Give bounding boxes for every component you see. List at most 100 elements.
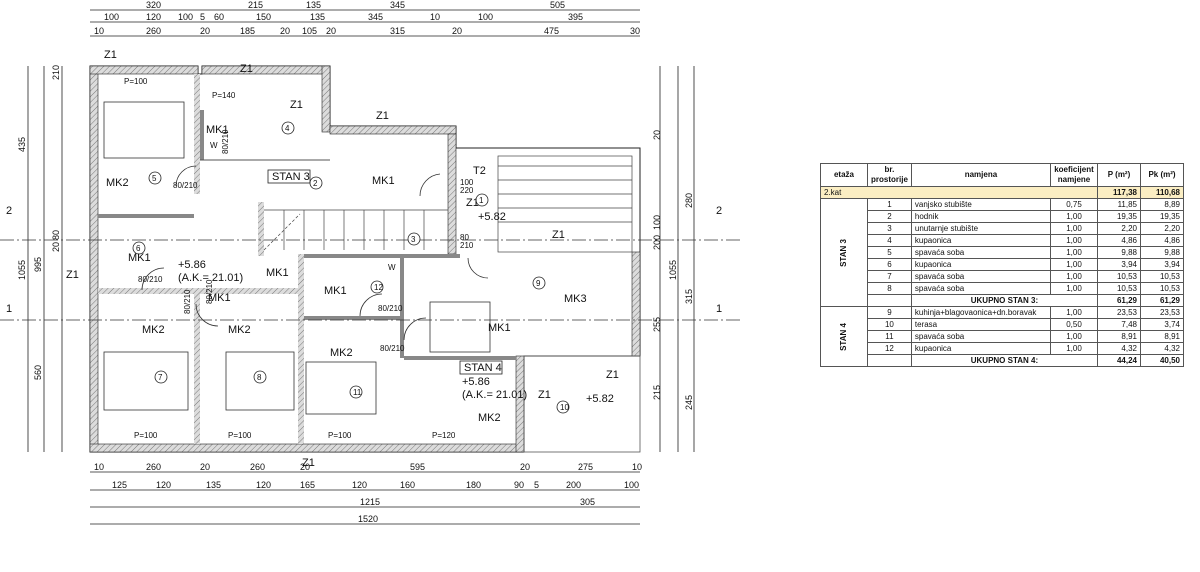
section-2-right: 2 xyxy=(716,205,722,217)
empty-cell xyxy=(867,294,912,307)
dimension-label: 595 xyxy=(410,462,425,472)
dimension-label: 125 xyxy=(112,480,127,490)
building-walls xyxy=(0,65,740,453)
dimension-label: 260 xyxy=(146,462,161,472)
room-number-cell: 10 xyxy=(867,318,912,331)
apartment-group-label: STAN 4 xyxy=(820,306,868,367)
room-number-cell: 7 xyxy=(867,270,912,283)
total-p: 61,29 xyxy=(1097,294,1141,307)
furniture-tag: MK1 xyxy=(372,175,395,187)
room-number-cell: 8 xyxy=(867,282,912,295)
furniture-tag: MK2 xyxy=(106,177,129,189)
coef-cell: 1,00 xyxy=(1050,246,1098,259)
coef-cell: 1,00 xyxy=(1050,222,1098,235)
room-number: 10 xyxy=(560,403,569,412)
total-pk: 40,50 xyxy=(1140,354,1184,367)
dimension-label: 215 xyxy=(652,385,662,400)
furniture-tag: MK1 xyxy=(128,252,151,264)
door-tag: 80/210 xyxy=(173,181,198,190)
area-k-cell: 3,94 xyxy=(1140,258,1184,271)
room-name-cell: spavaća soba xyxy=(910,330,1052,343)
dimension-label: 245 xyxy=(684,395,694,410)
room-number: 5 xyxy=(152,174,157,183)
table-header-row: etaža br. prostorije namjena koeficijent… xyxy=(820,163,1184,187)
area-cell: 23,53 xyxy=(1097,306,1141,319)
window-tag: Z1 xyxy=(538,389,551,401)
dimension-label: 10 xyxy=(94,462,104,472)
dimension-label: 120 xyxy=(156,480,171,490)
total-label: UKUPNO STAN 3: xyxy=(910,294,1099,307)
dimension-label: 180 xyxy=(466,480,481,490)
section-2-left: 2 xyxy=(6,205,12,217)
area-k-cell: 8,91 xyxy=(1140,330,1184,343)
furniture-tag: MK1 xyxy=(266,267,289,279)
parapet-tag: P=100 xyxy=(134,431,158,440)
room-name-cell: spavaća soba xyxy=(910,246,1052,259)
apartment-group-text: STAN 4 xyxy=(838,322,848,351)
dimension-label: 105 xyxy=(302,26,317,36)
dimension-label: 100 xyxy=(624,480,639,490)
dimension-label: 20 xyxy=(300,462,310,472)
dimension-label: 1215 xyxy=(360,497,380,507)
room-number-cell: 12 xyxy=(867,342,912,355)
dimension-label: 260 xyxy=(250,462,265,472)
room-number-circle xyxy=(349,385,363,399)
window-tag: Z1 xyxy=(466,197,479,209)
room-number-cell: 9 xyxy=(867,306,912,319)
furniture-tag: MK3 xyxy=(564,293,587,305)
room-number-circle xyxy=(532,276,546,290)
wc-tag: W xyxy=(210,141,218,150)
level-mark-3: +5.86 xyxy=(462,376,490,388)
dimension-label: 160 xyxy=(400,480,415,490)
dimension-label: 505 xyxy=(550,0,565,10)
col-coef: koeficijent namjene xyxy=(1050,163,1098,187)
area-cell: 7,48 xyxy=(1097,318,1141,331)
room-name-cell: kupaonica xyxy=(910,234,1052,247)
door-tag: 80/210 xyxy=(380,344,405,353)
room-number: 11 xyxy=(353,388,362,397)
furniture-tag: MK2 xyxy=(330,347,353,359)
room-name-cell: spavaća soba xyxy=(910,270,1052,283)
coef-cell: 1,00 xyxy=(1050,342,1098,355)
dimension-label: 20 xyxy=(200,26,210,36)
floor-pk: 110,68 xyxy=(1140,186,1184,199)
room-name-cell: vanjsko stubište xyxy=(910,198,1052,211)
dimension-label: 20 xyxy=(200,462,210,472)
coef-cell: 0,75 xyxy=(1050,198,1098,211)
room-number-circle xyxy=(132,241,146,255)
dimension-label: 90 xyxy=(514,480,524,490)
dimension-label: 5 xyxy=(534,480,539,490)
furniture-tag: MK2 xyxy=(228,324,251,336)
empty-cell xyxy=(867,354,912,367)
dimension-label: 20 xyxy=(51,242,61,252)
level-mark-3-note: (A.K.= 21.01) xyxy=(462,389,527,401)
dimension-label: 315 xyxy=(390,26,405,36)
coef-cell: 1,00 xyxy=(1050,210,1098,223)
col-p: P (m²) xyxy=(1097,163,1141,187)
room-name-cell: spavaća soba xyxy=(910,282,1052,295)
coef-cell: 1,00 xyxy=(1050,234,1098,247)
dimension-label: 20 xyxy=(326,26,336,36)
dimension-label: 20 xyxy=(520,462,530,472)
door-tag: 80/210 xyxy=(205,279,214,304)
area-cell: 11,85 xyxy=(1097,198,1141,211)
room-number-cell: 11 xyxy=(867,330,912,343)
area-table: etaža br. prostorije namjena koeficijent… xyxy=(820,163,1184,367)
col-pk: Pk (m²) xyxy=(1140,163,1184,187)
dimension-label: 1055 xyxy=(668,260,678,280)
dimension-label: 995 xyxy=(33,257,43,272)
area-cell: 10,53 xyxy=(1097,282,1141,295)
room-number-circle xyxy=(407,232,421,246)
level-mark-1: +5.86 xyxy=(178,259,206,271)
dimension-label: 560 xyxy=(33,365,43,380)
total-p: 44,24 xyxy=(1097,354,1141,367)
dimension-label: 255 xyxy=(652,317,662,332)
apartment-3-label: STAN 3 xyxy=(272,171,310,183)
dimension-label: 150 xyxy=(256,12,271,22)
